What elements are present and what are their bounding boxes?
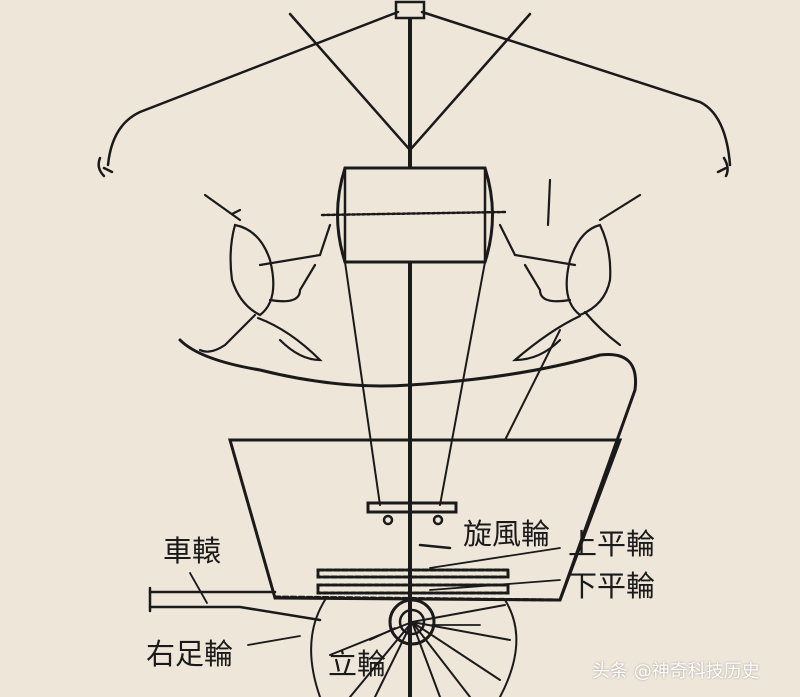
- label-lower-flat-wheel: 下平輪: [568, 569, 656, 603]
- label-vertical-wheel: 立輪: [328, 647, 387, 681]
- watermark: 头条 @神奇科技历史: [592, 661, 760, 682]
- right-drummer-figure: [498, 178, 642, 362]
- drum: [320, 148, 507, 264]
- left-drummer-figure: [198, 193, 332, 362]
- right-foot-wheel: [310, 599, 518, 697]
- central-pole: [394, 0, 426, 697]
- shaft: [148, 586, 322, 622]
- label-right-foot-wheel: 右足輪: [146, 637, 234, 671]
- curved-rod: [178, 338, 638, 602]
- leader-lines: [189, 547, 561, 646]
- gears: [273, 501, 562, 646]
- label-whirlwind-wheel: 旋風輪: [463, 517, 551, 551]
- label-upper-flat-wheel: 上平輪: [568, 527, 656, 561]
- top-arms: [97, 10, 732, 178]
- label-shaft: 車轅: [163, 534, 222, 568]
